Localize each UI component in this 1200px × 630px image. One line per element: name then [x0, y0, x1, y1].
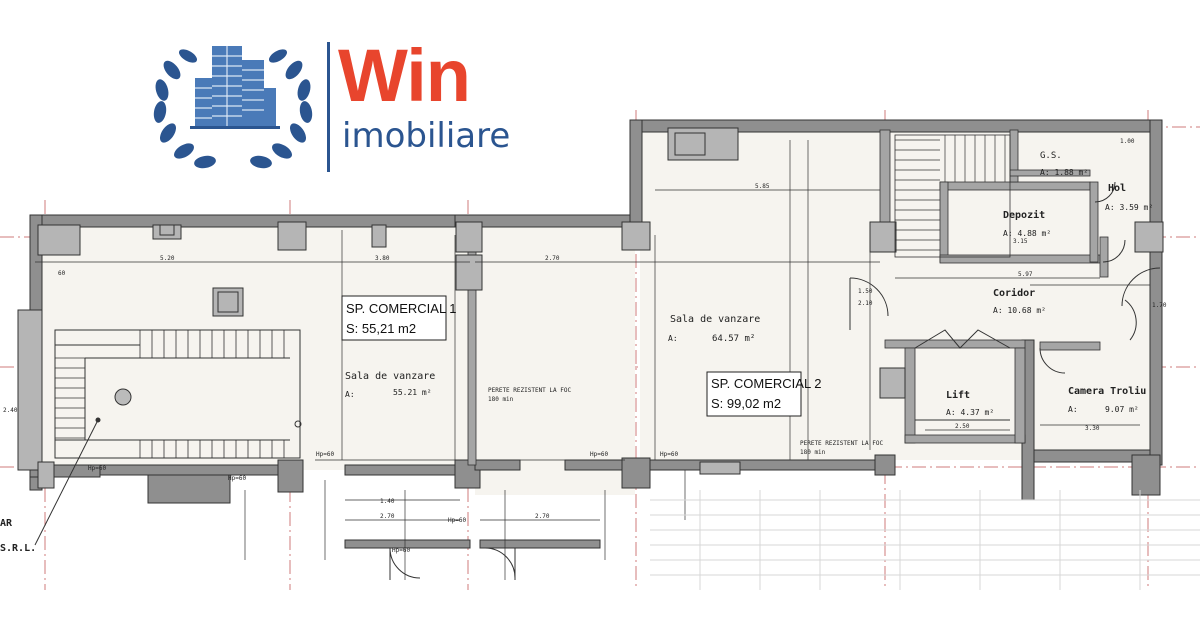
room-lift-name: Lift: [946, 389, 970, 401]
room-depozit-name: Depozit: [1003, 209, 1045, 221]
dim-270: 2.70: [545, 255, 560, 262]
doors: [389, 181, 1161, 580]
dim-270-c: 2.70: [535, 513, 550, 520]
dim-330: 3.30: [1085, 425, 1100, 432]
room-hol-area: A: 3.59 m²: [1105, 203, 1153, 212]
dim-60: 60: [58, 270, 66, 277]
floor-areas: [35, 130, 1150, 495]
room-camera-area: 9.07 m²: [1105, 405, 1139, 414]
room-hol-name: Hol: [1108, 183, 1126, 194]
lift-shaft: [914, 329, 1011, 421]
stair-post: [114, 388, 132, 406]
cut-area: [650, 490, 1200, 590]
fire-wall-2-line2: 180 min: [800, 449, 826, 456]
annotation-hp60-5: Hp=60: [660, 451, 678, 458]
dim-380: 3.80: [375, 255, 390, 262]
brand-name: Win: [338, 34, 471, 117]
room-lift-area: A: 4.37 m²: [946, 408, 994, 417]
annotation-hp60-3: Hp=60: [316, 451, 334, 458]
room-sala1-area-prefix: A:: [345, 390, 355, 399]
building-laurel-icon: [153, 46, 313, 169]
dim-585: 5.85: [755, 183, 770, 190]
room-ws-area: A: 1.88 m²: [1040, 168, 1088, 177]
room-coridor-area: A: 10.68 m²: [993, 306, 1046, 315]
commercial-space-2-label: SP. COMERCIAL 2: [711, 376, 822, 391]
brand-emblem: [153, 46, 313, 169]
staircase-right: [894, 134, 1011, 258]
fire-wall-1-line1: PERETE REZISTENT LA FOC: [488, 387, 571, 394]
dim-520: 5.20: [160, 255, 175, 262]
room-sala2-area-prefix: A:: [668, 334, 678, 343]
commercial-space-1-surface: S: 55,21 m2: [346, 321, 416, 336]
room-coridor-name: Coridor: [993, 287, 1035, 299]
room-camera-name: Camera Troliu: [1068, 385, 1146, 397]
dim-100: 1.00: [1120, 138, 1135, 145]
dim-240: 2.40: [3, 407, 18, 414]
commercial-space-2-surface: S: 99,02 m2: [711, 396, 781, 411]
commercial-space-2: SP. COMERCIAL 2 S: 99,02 m2: [706, 371, 822, 417]
annotation-hp60-2: Hp=60: [228, 475, 246, 482]
room-sala2-name: Sala de vanzare: [670, 314, 760, 325]
room-camera-area-prefix: A:: [1068, 405, 1078, 414]
room-depozit-area: A: 4.88 m²: [1003, 229, 1051, 238]
logo-divider: [327, 42, 330, 172]
brand-subtitle: imobiliare: [342, 116, 511, 156]
commercial-space-1-label: SP. COMERCIAL 1: [346, 301, 457, 316]
dim-597: 5.97: [1018, 271, 1033, 278]
dim-250: 2.50: [955, 423, 970, 430]
room-sala2-area: 64.57 m²: [712, 334, 755, 344]
dim-315: 3.15: [1013, 238, 1028, 245]
commercial-space-1: SP. COMERCIAL 1 S: 55,21 m2: [341, 295, 457, 341]
cut-label-1: AR: [0, 518, 13, 529]
annotation-hp60-6: Hp=60: [392, 547, 410, 554]
annotation-hp60-1: Hp=60: [88, 465, 106, 472]
stair-steps: [55, 330, 285, 458]
dim-150: 1.50: [858, 288, 873, 295]
room-sala1-area: 55.21 m²: [393, 388, 432, 397]
cut-label-2: S.R.L.: [0, 543, 36, 554]
room-sala1-name: Sala de vanzare: [345, 371, 435, 382]
fire-wall-2-line1: PERETE REZISTENT LA FOC: [800, 440, 883, 447]
fire-wall-1-line2: 180 min: [488, 396, 514, 403]
annotation-hp60-4: Hp=60: [590, 451, 608, 458]
annotation-hp60-7: Hp=60: [448, 517, 466, 524]
dim-140: 1.40: [380, 498, 395, 505]
staircase-left: [54, 329, 301, 459]
dim-170: 1.70: [1152, 302, 1167, 309]
room-ws-name: G.S.: [1040, 151, 1062, 161]
dim-270-b: 2.70: [380, 513, 395, 520]
dim-210: 2.10: [858, 300, 873, 307]
